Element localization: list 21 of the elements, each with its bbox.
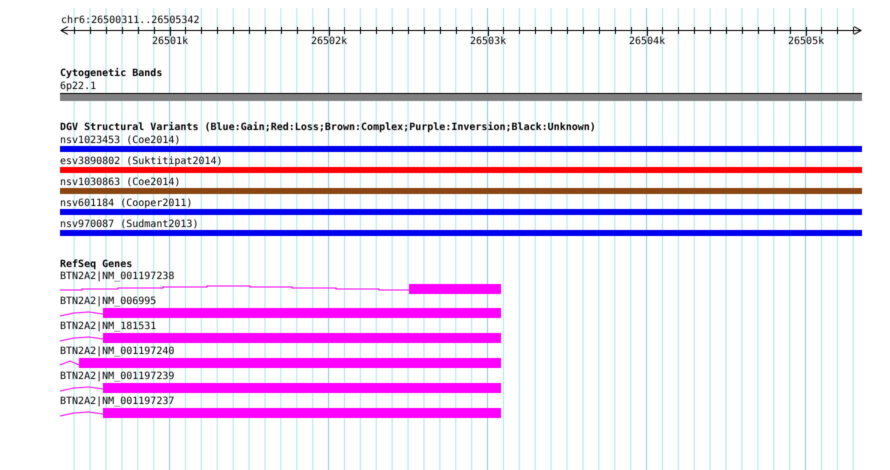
variant-label: nsv970087 (Sudmant2013) (60, 219, 198, 230)
track-heading: DGV Structural Variants (Blue:Gain;Red:Loss;Brown:Complex;Purple:Inversion;Black:Unknown) (60, 122, 596, 133)
tick-label: 26502k (311, 36, 348, 47)
gene-label: BTN2A2|NM_006995 (60, 296, 156, 307)
variant-label: nsv601184 (Cooper2011) (60, 198, 192, 209)
tick-label: 26504k (629, 36, 666, 47)
track-heading: RefSeq Genes (60, 259, 132, 270)
gene-label: BTN2A2|NM_001197238 (60, 271, 174, 282)
tick-label: 26505k (788, 36, 824, 47)
gene-label: BTN2A2|NM_001197237 (60, 396, 174, 407)
variant-label: esv3890802 (Suktitipat2014) (60, 156, 223, 167)
region-title: chr6:26500311..26505342 (61, 15, 200, 26)
track-heading: Cytogenetic Bands (60, 68, 162, 79)
tick-label: 26503k (470, 36, 506, 47)
variant-label: nsv1030863 (Coe2014) (60, 177, 180, 188)
band-label: 6p22.1 (60, 81, 96, 92)
gene-label: BTN2A2|NM_181531 (60, 321, 156, 332)
gene-label: BTN2A2|NM_001197240 (60, 346, 174, 357)
tick-label: 26501k (152, 36, 188, 47)
gene-label: BTN2A2|NM_001197239 (60, 371, 174, 382)
variant-label: nsv1023453 (Coe2014) (60, 135, 180, 146)
